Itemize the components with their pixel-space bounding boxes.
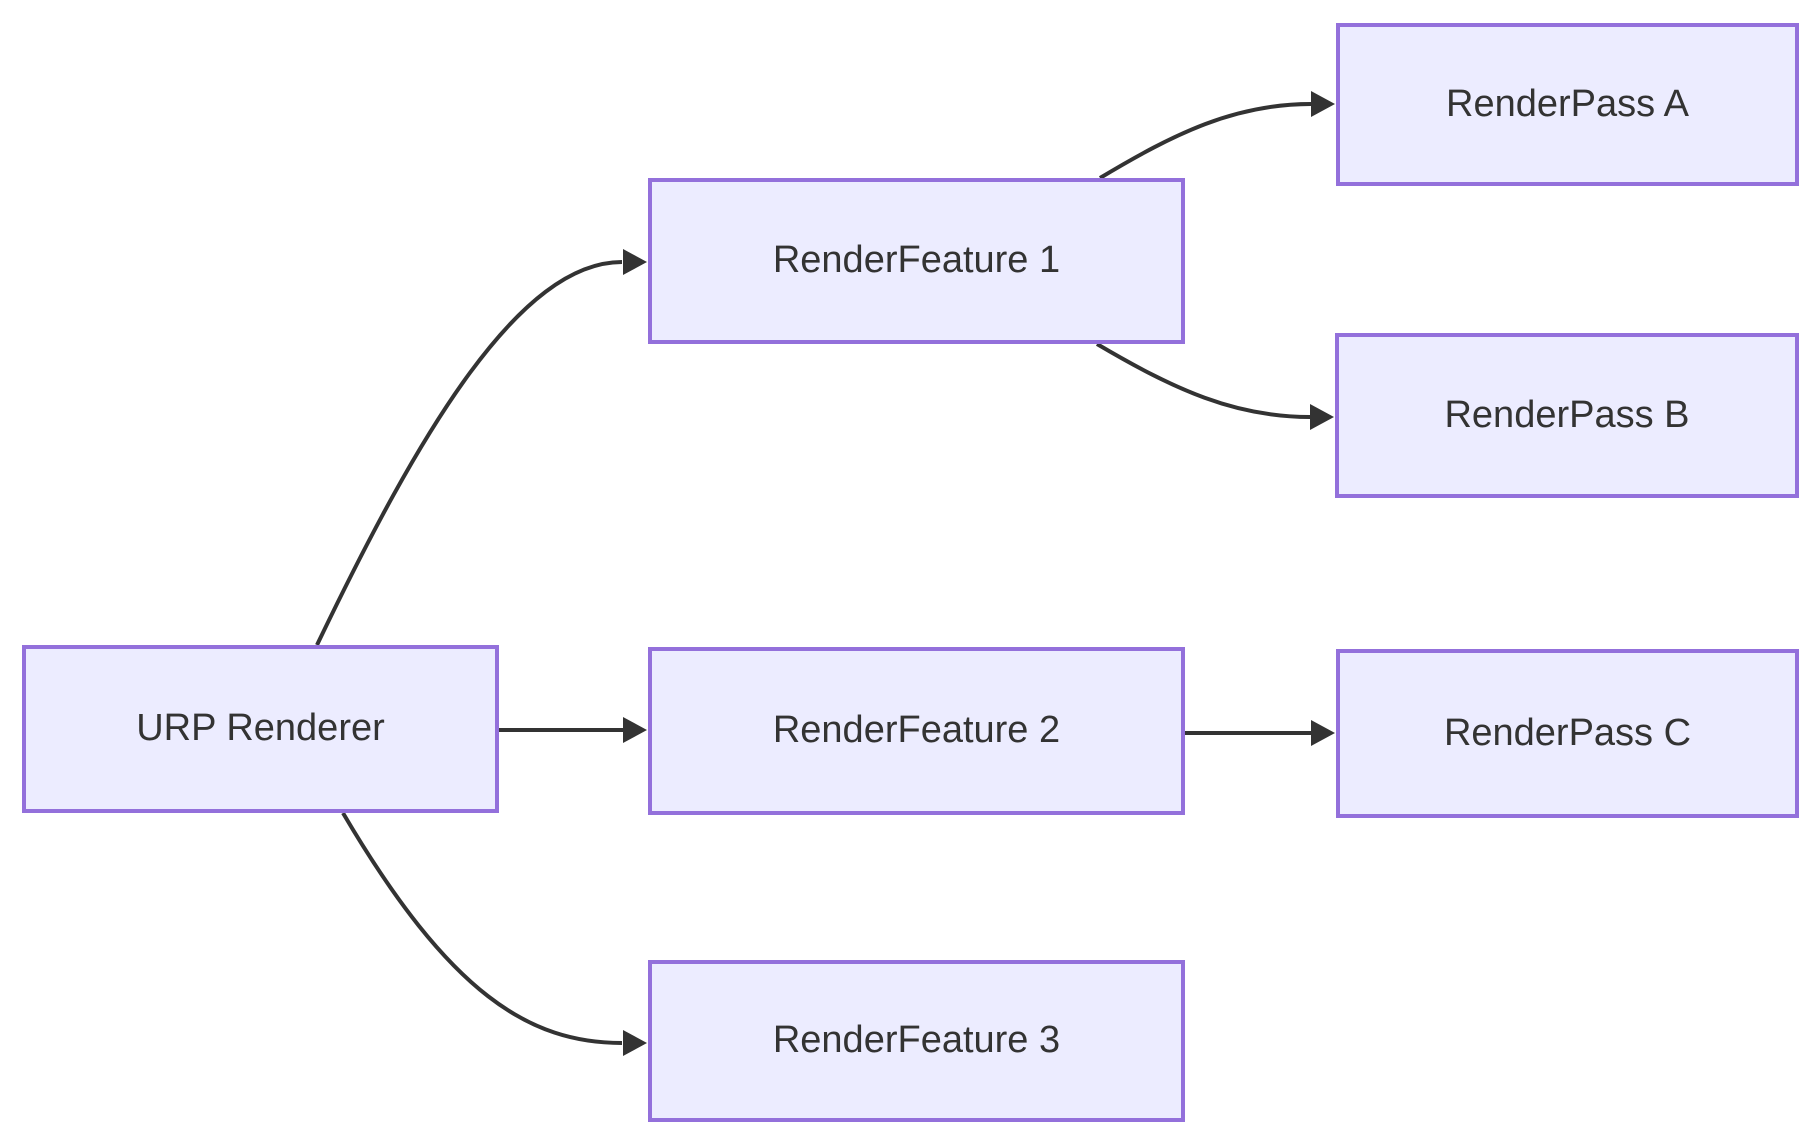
node-renderpass-b: RenderPass B bbox=[1335, 333, 1799, 498]
node-label: URP Renderer bbox=[136, 707, 385, 750]
node-label: RenderPass C bbox=[1443, 711, 1692, 754]
node-label: RenderPass B bbox=[1444, 393, 1690, 436]
node-label: RenderFeature 3 bbox=[772, 1019, 1061, 1062]
arrowhead-icon bbox=[1311, 91, 1335, 117]
edge-rf1-to-rpb bbox=[1095, 342, 1311, 419]
node-urp-renderer: URP Renderer bbox=[22, 645, 499, 813]
arrowhead-icon bbox=[1310, 404, 1334, 430]
arrowhead-icon bbox=[623, 717, 647, 743]
node-label: RenderFeature 1 bbox=[772, 239, 1061, 282]
node-renderfeature-3: RenderFeature 3 bbox=[648, 960, 1185, 1122]
node-renderfeature-2: RenderFeature 2 bbox=[648, 647, 1185, 815]
node-label: RenderFeature 2 bbox=[772, 709, 1061, 752]
arrowhead-icon bbox=[1311, 720, 1335, 746]
node-label: RenderPass A bbox=[1446, 82, 1689, 125]
edge-rf1-to-rpa bbox=[1098, 102, 1312, 180]
edge-urp-to-rf3 bbox=[341, 811, 623, 1045]
edge-urp-to-rf1 bbox=[315, 260, 623, 646]
arrowhead-icon bbox=[623, 1030, 647, 1056]
node-renderfeature-1: RenderFeature 1 bbox=[648, 178, 1185, 344]
arrowhead-icon bbox=[623, 249, 647, 275]
node-renderpass-a: RenderPass A bbox=[1336, 23, 1799, 186]
node-renderpass-c: RenderPass C bbox=[1336, 649, 1799, 818]
